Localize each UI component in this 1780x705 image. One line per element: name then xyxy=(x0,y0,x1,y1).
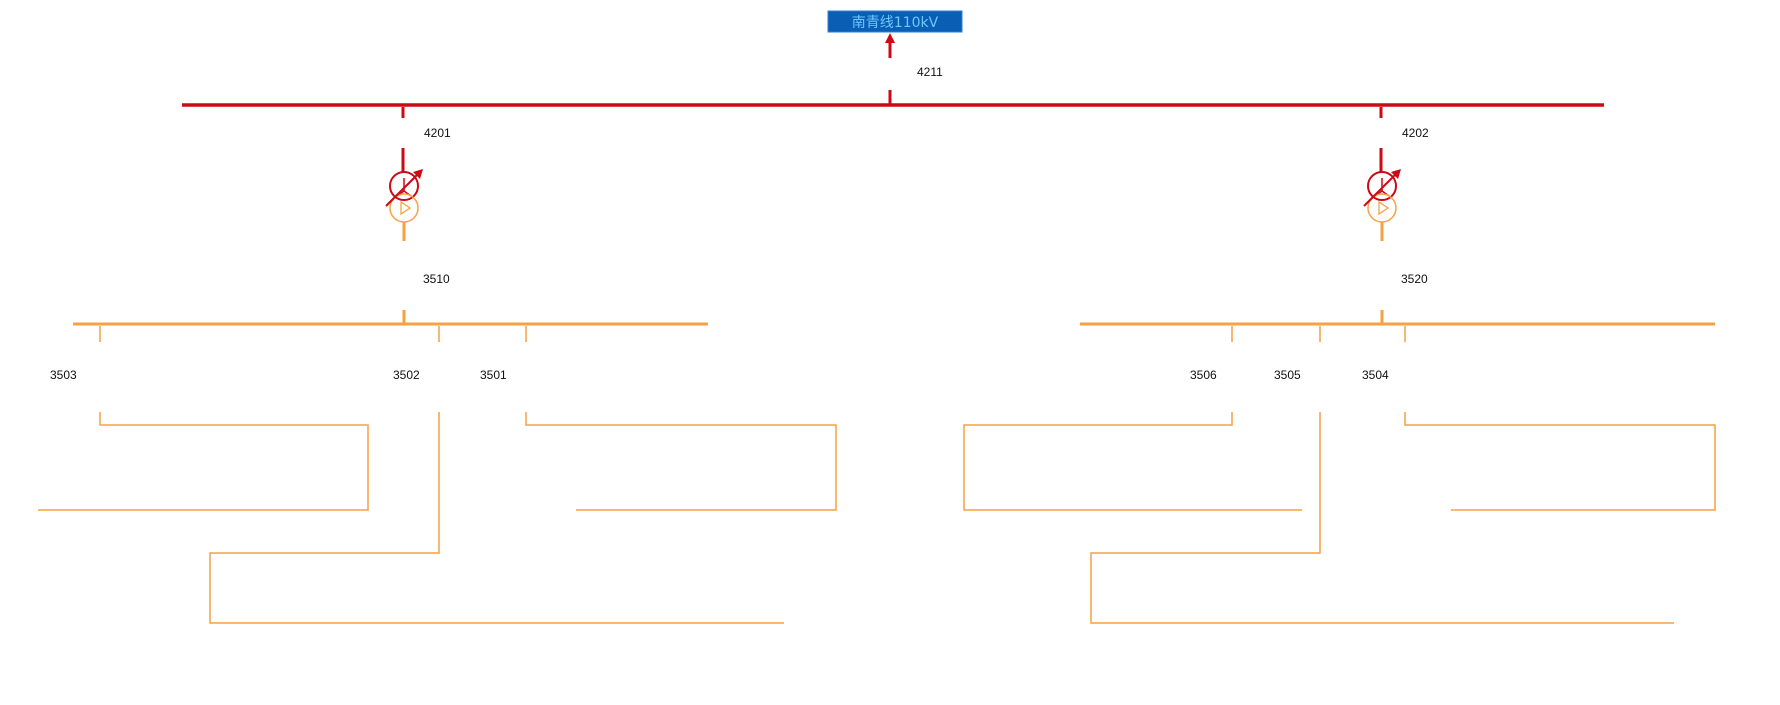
tap-changer-arrow-icon xyxy=(1363,171,1399,207)
incoming-arrow xyxy=(885,33,895,58)
incoming-line-tag-bg xyxy=(827,10,963,33)
feeder-line xyxy=(38,412,369,511)
transformer-icon[interactable] xyxy=(385,169,423,223)
winding-delta-icon xyxy=(400,200,412,216)
tap-changer-arrow-icon xyxy=(385,171,421,207)
switch-3501-label: 3501 xyxy=(480,368,507,382)
tap-changer-arrowhead-icon xyxy=(1391,169,1401,179)
switch-4201-label: 4201 xyxy=(424,126,451,140)
transformer-branch-left: 4201 3510 xyxy=(385,107,451,323)
switch-3505-label: 3505 xyxy=(1274,368,1301,382)
feeder-line xyxy=(1090,412,1674,624)
switch-3510-label: 3510 xyxy=(423,272,450,286)
arrow-up-icon xyxy=(885,33,895,43)
feeder-line xyxy=(1404,412,1716,511)
switch-4211-label: 4211 xyxy=(917,65,943,79)
feeder-line xyxy=(209,412,784,624)
transformer-branch-right: 4202 3520 xyxy=(1363,107,1429,323)
switch-3520-label: 3520 xyxy=(1401,272,1428,286)
feeder-3504: 3504 xyxy=(1362,326,1716,511)
feeder-3503: 3503 xyxy=(38,326,369,511)
transformer-hv-winding-icon xyxy=(1367,171,1397,201)
feeder-3501: 3501 xyxy=(480,326,837,511)
feeder-line xyxy=(963,412,1302,511)
switch-3503-label: 3503 xyxy=(50,368,77,382)
switch-3502-label: 3502 xyxy=(393,368,420,382)
switch-4202-label: 4202 xyxy=(1402,126,1429,140)
incoming-line-tag[interactable]: 南青线110kV xyxy=(827,10,963,33)
feeder-3502: 3502 xyxy=(209,326,784,624)
feeder-3505: 3505 xyxy=(1090,326,1674,624)
transformer-icon[interactable] xyxy=(1363,169,1401,223)
incoming-line-label: 南青线110kV xyxy=(852,15,939,31)
switch-3504-label: 3504 xyxy=(1362,368,1389,382)
feeder-3506: 3506 xyxy=(963,326,1302,511)
switch-3506-label: 3506 xyxy=(1190,368,1217,382)
feeder-line xyxy=(525,412,837,511)
transformer-hv-winding-icon xyxy=(389,171,419,201)
tap-changer-arrowhead-icon xyxy=(413,169,423,179)
winding-delta-icon xyxy=(1378,200,1390,216)
